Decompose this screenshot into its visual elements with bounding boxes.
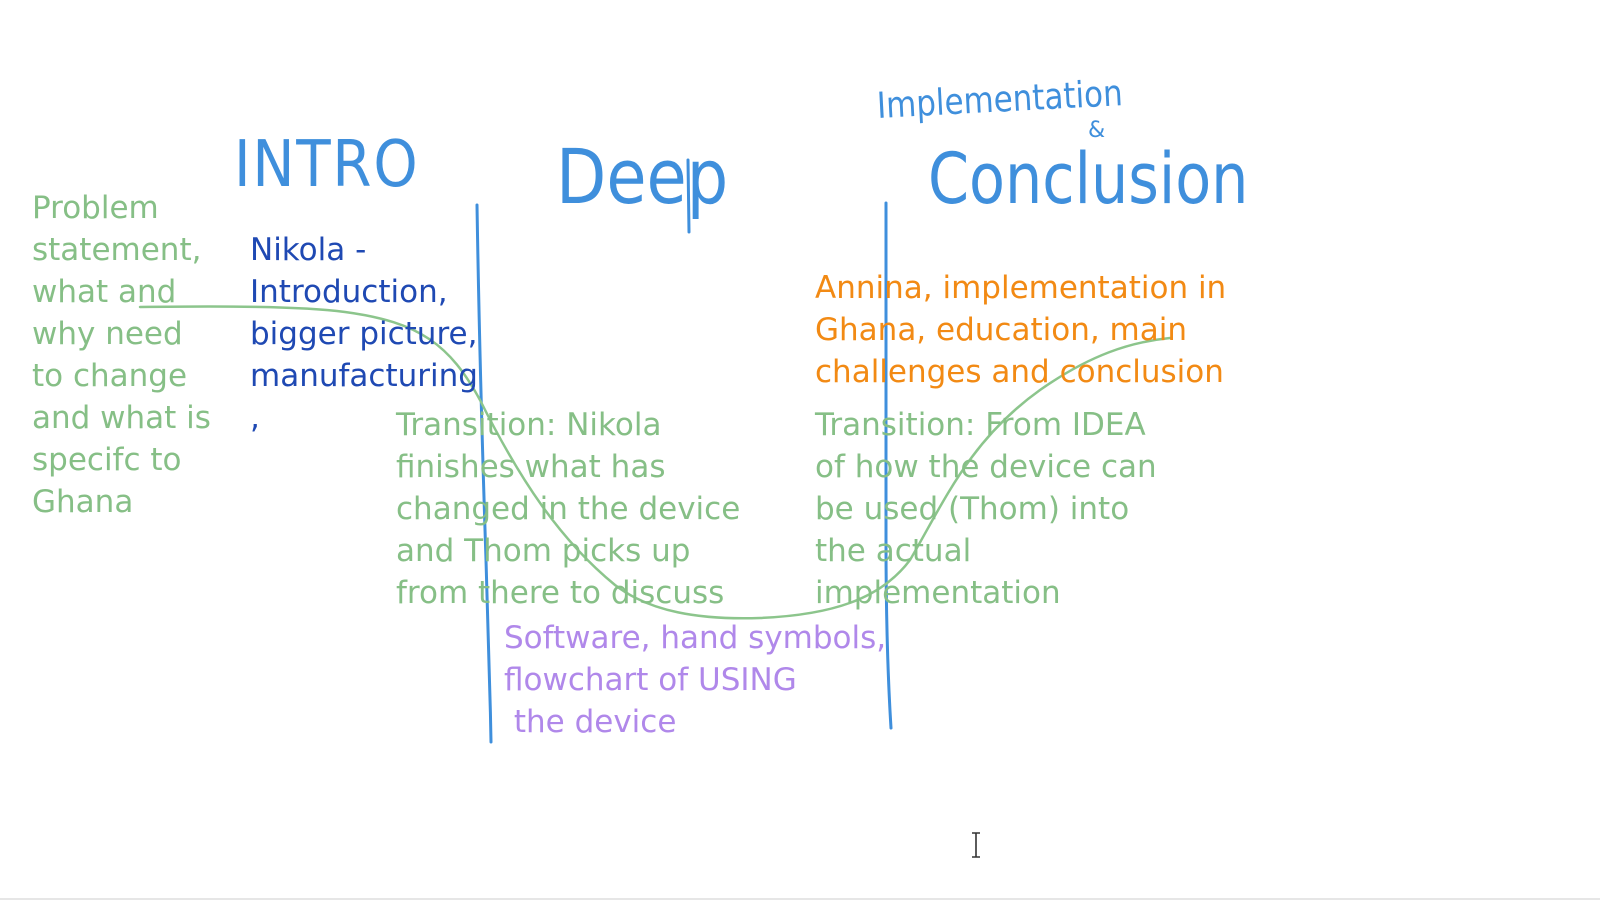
bottom-edge: [0, 898, 1600, 900]
note-software[interactable]: Software, hand symbols, flowchart of USI…: [504, 620, 887, 740]
heading-ampersand: &: [1088, 118, 1106, 143]
note-annina[interactable]: Annina, implementation in Ghana, educati…: [815, 270, 1227, 390]
note-transition-nikola[interactable]: Transition: Nikola finishes what has cha…: [396, 407, 741, 611]
heading-implementation: Implementation: [876, 73, 1124, 127]
heading-conclusion: Conclusion: [928, 138, 1249, 220]
heading-deep: Deep: [556, 132, 729, 221]
text-cursor-icon: [972, 832, 980, 858]
note-transition-idea[interactable]: Transition: From IDEA of how the device …: [815, 407, 1157, 611]
heading-intro: INTRO: [234, 128, 420, 202]
note-problem-statement[interactable]: Problem statement, what and why need to …: [32, 190, 211, 520]
note-nikola-intro[interactable]: Nikola - Introduction, bigger picture, m…: [250, 232, 478, 436]
